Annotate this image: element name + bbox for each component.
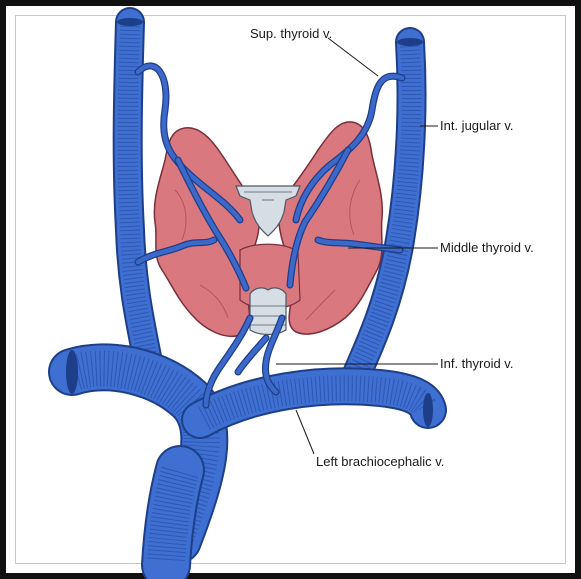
svg-text:Int. jugular v.: Int. jugular v.	[440, 118, 513, 133]
svg-text:Middle thyroid v.: Middle thyroid v.	[440, 240, 534, 255]
label-int-jugular: Int. jugular v.	[420, 118, 513, 133]
left-brachiocephalic-vein	[200, 386, 433, 427]
label-sup-thyroid: Sup. thyroid v.	[250, 26, 378, 76]
svg-text:Sup. thyroid v.: Sup. thyroid v.	[250, 26, 332, 41]
svg-text:Inf. thyroid v.: Inf. thyroid v.	[440, 356, 513, 371]
superior-vena-cava	[166, 470, 180, 565]
thyroid-right-lobe	[154, 128, 259, 336]
svg-text:Left brachiocephalic v.: Left brachiocephalic v.	[316, 454, 444, 469]
label-inf-thyroid: Inf. thyroid v.	[276, 356, 513, 371]
right-internal-jugular-vein	[117, 18, 150, 372]
